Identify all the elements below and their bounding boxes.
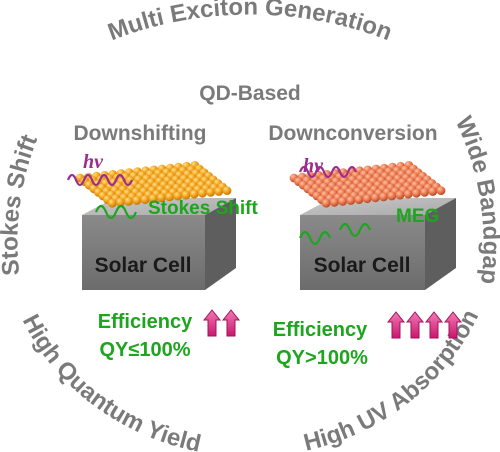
ring-top-label: Multi Exciton Generation	[104, 0, 395, 46]
efficiency-arrow	[443, 311, 463, 339]
right-emission-wave-2	[338, 222, 372, 238]
right-shift-label: MEG	[396, 206, 439, 227]
right-cell-label: Solar Cell	[314, 254, 411, 277]
left-qd-layer	[75, 161, 232, 208]
left-heading: Downshifting	[74, 122, 207, 145]
right-photon-wave	[298, 165, 358, 179]
left-emission-wave	[94, 204, 138, 220]
efficiency-arrow	[386, 311, 406, 339]
right-heading: Downconversion	[268, 122, 437, 145]
left-photon-wave	[66, 173, 134, 187]
efficiency-arrow	[424, 311, 444, 339]
left-efficiency-label: Efficiency	[98, 311, 193, 333]
left-efficiency-arrows	[202, 309, 241, 337]
right-emission-wave-1	[298, 230, 332, 246]
right-photon-label: hv	[303, 155, 324, 177]
efficiency-arrow	[221, 309, 241, 337]
ring-left-label: Stokes Shift	[0, 131, 43, 277]
right-qy-label: QY>100%	[276, 347, 368, 369]
center-title: QD-Based	[199, 82, 301, 105]
left-photon-label: hv	[83, 151, 104, 173]
ring-right-label: Wide Bandgap	[450, 112, 500, 285]
efficiency-arrow	[405, 311, 425, 339]
efficiency-arrow	[202, 309, 222, 337]
left-cell-label: Solar Cell	[95, 254, 192, 277]
right-efficiency-arrows	[386, 311, 463, 339]
left-qy-label: QY≤100%	[99, 339, 190, 361]
right-efficiency-label: Efficiency	[273, 319, 368, 341]
right-qd-layer	[289, 161, 446, 208]
left-shift-label: Stokes Shift	[148, 198, 258, 219]
